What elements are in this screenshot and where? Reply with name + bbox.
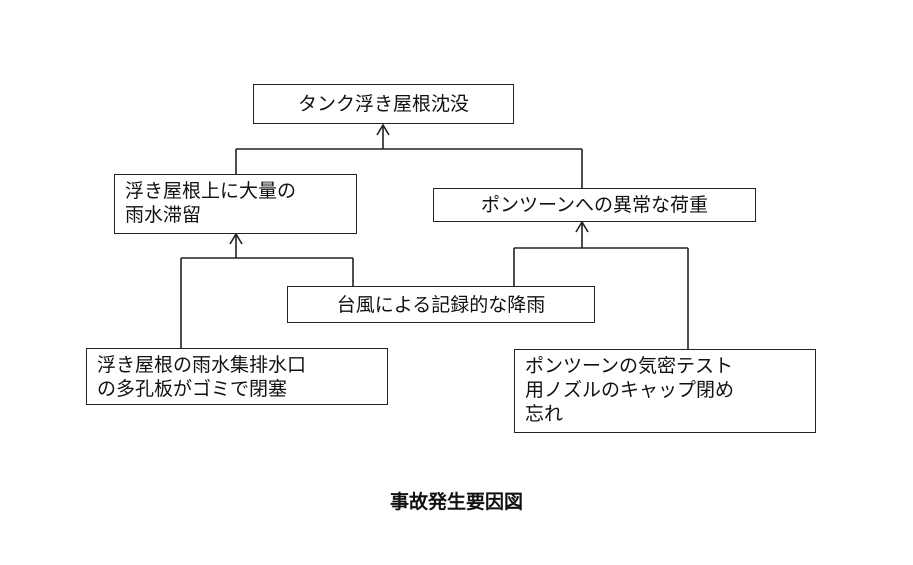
node-label: ポンツーンへの異常な荷重 bbox=[480, 194, 709, 216]
node-drain-clogged: 浮き屋根の雨水集排水口 の多孔板がゴミで閉塞 bbox=[86, 348, 388, 405]
node-label-line-1: 浮き屋根上に大量の bbox=[125, 180, 297, 202]
node-rain-retention: 浮き屋根上に大量の 雨水滞留 bbox=[114, 174, 357, 234]
arrowhead bbox=[229, 232, 243, 245]
arrowhead bbox=[376, 123, 390, 136]
node-label-line-2: 用ノズルのキャップ閉め bbox=[525, 379, 735, 401]
arrowhead bbox=[575, 220, 589, 233]
node-tank-roof-sinking: タンク浮き屋根沈没 bbox=[253, 84, 514, 124]
node-label: 台風による記録的な降雨 bbox=[336, 293, 546, 316]
diagram-caption: 事故発生要因図 bbox=[389, 491, 523, 513]
node-label-line-1: ポンツーンの気密テスト bbox=[525, 355, 734, 377]
node-label-line-3: 忘れ bbox=[525, 403, 564, 425]
node-label-line-2: 雨水滞留 bbox=[125, 204, 202, 226]
node-label-line-1: 浮き屋根の雨水集排水口 bbox=[97, 354, 307, 376]
node-pontoon-abnormal-load: ポンツーンへの異常な荷重 bbox=[433, 188, 756, 222]
node-label-line-2: の多孔板がゴミで閉塞 bbox=[97, 378, 288, 400]
node-cap-not-closed: ポンツーンの気密テスト 用ノズルのキャップ閉め 忘れ bbox=[514, 349, 816, 433]
node-typhoon-rainfall: 台風による記録的な降雨 bbox=[287, 286, 595, 323]
node-label: タンク浮き屋根沈没 bbox=[297, 93, 469, 115]
